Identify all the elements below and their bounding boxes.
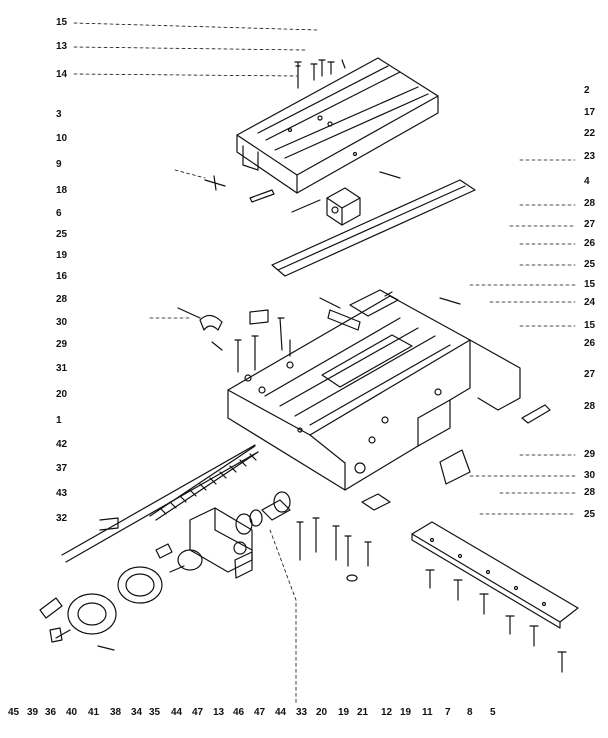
- label-bottom-13: 44: [275, 707, 287, 718]
- label-right-11: 15: [584, 320, 596, 331]
- label-right-2: 22: [584, 128, 596, 139]
- label-left-8: 25: [56, 229, 68, 240]
- label-right-1: 17: [584, 107, 596, 118]
- label-bottom-18: 12: [381, 707, 393, 718]
- label-bottom-8: 44: [171, 707, 183, 718]
- label-right-4: 4: [584, 176, 590, 187]
- label-left-1: 13: [56, 41, 68, 52]
- label-left-15: 20: [56, 389, 68, 400]
- label-bottom-10: 13: [213, 707, 225, 718]
- small-parts-middle: [177, 291, 461, 373]
- label-bottom-11: 46: [233, 707, 245, 718]
- label-bottom-23: 5: [490, 707, 496, 718]
- label-left-3: 3: [56, 109, 62, 120]
- label-right-7: 26: [584, 238, 596, 249]
- label-right-5: 28: [584, 198, 596, 209]
- leader-33: [269, 529, 297, 706]
- label-left-18: 37: [56, 463, 68, 474]
- label-right-17: 28: [584, 487, 596, 498]
- bolts-center: [296, 493, 391, 582]
- bearing-bracket: [189, 507, 253, 579]
- label-left-5: 9: [56, 159, 62, 170]
- small-parts-upper: [204, 171, 401, 213]
- label-right-9: 15: [584, 279, 596, 290]
- label-left-14: 31: [56, 363, 68, 374]
- label-bottom-9: 47: [192, 707, 204, 718]
- label-bottom-15: 20: [316, 707, 328, 718]
- label-left-16: 1: [56, 415, 62, 426]
- label-right-13: 27: [584, 369, 596, 380]
- label-left-11: 28: [56, 294, 68, 305]
- handwheel: [39, 543, 203, 651]
- label-bottom-1: 39: [27, 707, 39, 718]
- label-bottom-6: 34: [131, 707, 143, 718]
- label-bottom-5: 38: [110, 707, 122, 718]
- top-screws: [294, 59, 346, 89]
- label-left-17: 42: [56, 439, 68, 450]
- label-bottom-19: 19: [400, 707, 412, 718]
- label-bottom-3: 40: [66, 707, 78, 718]
- label-bottom-12: 47: [254, 707, 266, 718]
- label-bottom-4: 41: [88, 707, 100, 718]
- label-left-2: 14: [56, 69, 68, 80]
- label-left-20: 32: [56, 513, 68, 524]
- label-left-13: 29: [56, 339, 68, 350]
- label-left-19: 43: [56, 488, 68, 499]
- label-bottom-21: 7: [445, 707, 451, 718]
- right-leader-lines: [469, 159, 576, 515]
- label-left-4: 10: [56, 133, 68, 144]
- label-bottom-0: 45: [8, 707, 20, 718]
- gib-bar: [411, 521, 579, 629]
- nut-block: [326, 187, 361, 226]
- label-right-10: 24: [584, 297, 596, 308]
- label-right-0: 2: [584, 85, 590, 96]
- label-right-12: 26: [584, 338, 596, 349]
- label-right-6: 27: [584, 219, 596, 230]
- label-right-8: 25: [584, 259, 596, 270]
- lead-screw: [61, 444, 259, 563]
- label-bottom-16: 19: [338, 707, 350, 718]
- label-bottom-14: 33: [296, 707, 308, 718]
- gib-strip: [271, 179, 476, 277]
- left-leader-lines: [73, 22, 319, 319]
- label-bottom-17: 21: [357, 707, 369, 718]
- label-right-16: 30: [584, 470, 596, 481]
- label-left-6: 18: [56, 185, 68, 196]
- label-bottom-20: 11: [422, 707, 433, 718]
- label-left-9: 19: [56, 250, 68, 261]
- label-right-18: 25: [584, 509, 596, 520]
- label-right-15: 29: [584, 449, 596, 460]
- upper-table: [236, 57, 439, 194]
- label-bottom-2: 36: [45, 707, 57, 718]
- label-bottom-22: 8: [467, 707, 473, 718]
- label-right-14: 28: [584, 401, 596, 412]
- label-left-0: 15: [56, 17, 68, 28]
- saddle-gib: [439, 404, 551, 485]
- label-left-12: 30: [56, 317, 68, 328]
- label-right-3: 23: [584, 151, 596, 162]
- saddle-base: [227, 289, 521, 491]
- label-left-7: 6: [56, 208, 62, 219]
- label-bottom-7: 35: [149, 707, 161, 718]
- adjusting-screws: [425, 569, 567, 673]
- label-left-10: 16: [56, 271, 68, 282]
- collar-sleeve: [235, 491, 291, 535]
